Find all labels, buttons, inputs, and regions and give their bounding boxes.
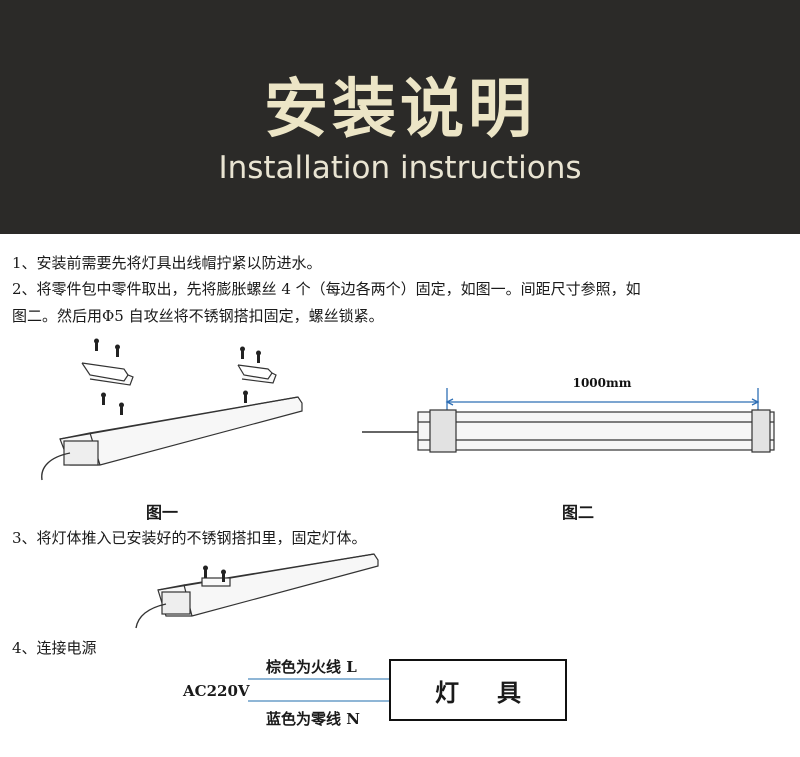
page-subtitle: Installation instructions <box>218 150 582 186</box>
dimension-label: 1000mm <box>573 376 632 390</box>
live-wire-label: 棕色为火线 L <box>266 658 357 676</box>
step-3-text: 3、将灯体推入已安装好的不锈钢搭扣里，固定灯体。 <box>12 529 367 547</box>
figure-3-diagram <box>135 553 379 629</box>
fixture-box: 灯具 <box>389 659 567 721</box>
neutral-wire-label: 蓝色为零线 N <box>266 710 360 728</box>
figure-2-diagram: 1000mm <box>362 376 775 453</box>
voltage-label: AC220V <box>183 682 250 700</box>
figure-1-diagram <box>41 338 303 481</box>
step-4-text: 4、连接电源 <box>12 639 97 657</box>
step-1-text: 1、安装前需要先将灯具出线帽拧紧以防进水。 <box>12 254 322 272</box>
header-banner: 安装说明 Installation instructions <box>0 0 800 234</box>
figure-2-label: 图二 <box>562 503 595 522</box>
step-2-text-line1: 2、将零件包中零件取出，先将膨胀螺丝 4 个（每边各两个）固定，如图一。间距尺寸… <box>12 280 641 298</box>
figure-1-label: 图一 <box>146 503 179 522</box>
step-2-text-line2: 图二。然后用Φ5 自攻丝将不锈钢搭扣固定，螺丝锁紧。 <box>12 307 384 325</box>
wiring-lines <box>248 678 390 702</box>
page-title: 安装说明 <box>264 73 536 147</box>
